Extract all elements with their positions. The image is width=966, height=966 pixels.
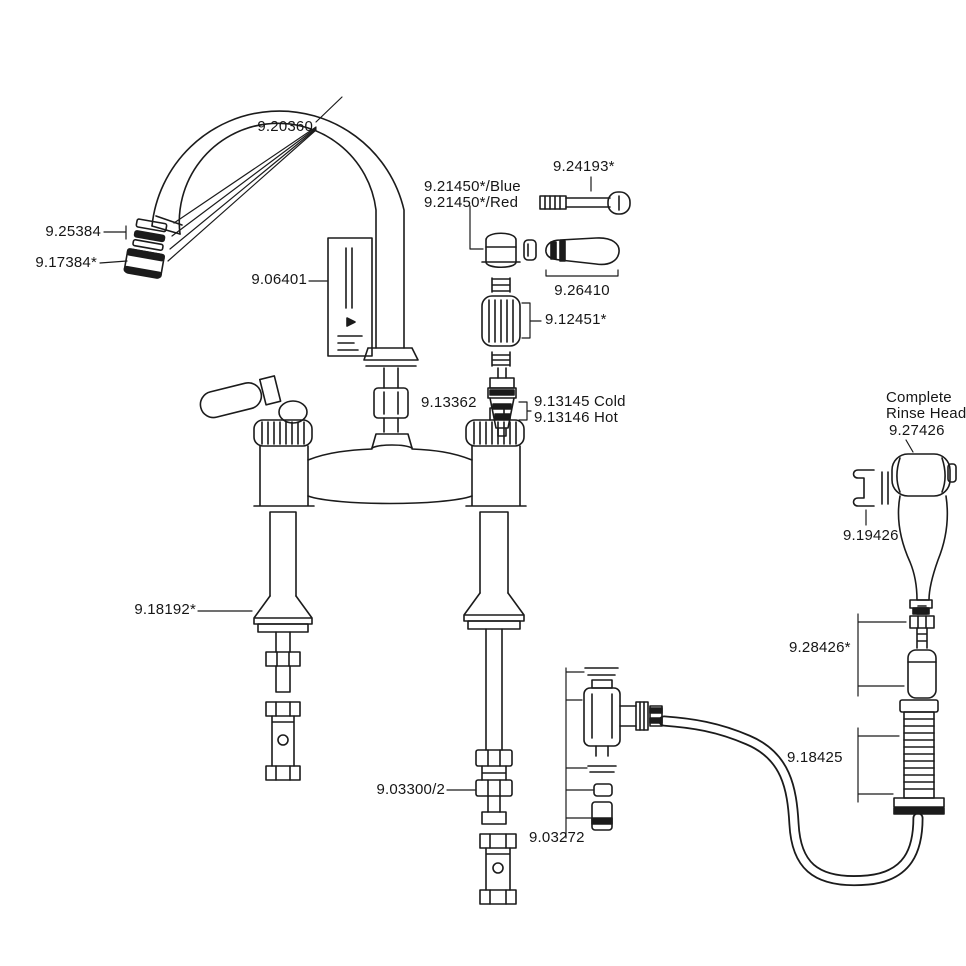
spout-nut-drawing — [373, 387, 409, 433]
label-handle-blue: 9.21450*/Blue — [424, 178, 521, 195]
spout-drawing — [151, 110, 419, 389]
lever-drawing — [545, 237, 620, 266]
diverter-drawing — [583, 667, 663, 831]
label-lever: 9.26410 — [554, 282, 610, 299]
label-shank: 9.18192* — [134, 601, 196, 618]
supply-connector-drawing — [475, 749, 513, 825]
spout-insert-drawing — [327, 237, 373, 357]
label-hose-shank: 9.18425 — [787, 749, 843, 766]
right-supply-drawing — [479, 833, 517, 905]
label-handle-screw: 9.24193* — [553, 158, 615, 175]
label-cartridge-sleeve: 9.12451* — [545, 311, 607, 328]
valve-cartridge-drawing — [487, 367, 517, 437]
label-diverter: 9.03272 — [529, 829, 585, 846]
right-shank-drawing — [463, 511, 525, 751]
label-aerator-rings: 9.25384 — [45, 223, 101, 240]
label-valve-hot: 9.13146 Hot — [534, 409, 618, 426]
faucet-body-drawing — [199, 375, 527, 507]
handle-screw-drawing — [539, 191, 631, 215]
spray-coupling-drawing — [907, 605, 937, 699]
label-aerator-tip: 9.17384* — [35, 254, 97, 271]
leader-lines — [99, 96, 914, 839]
left-supply-drawing — [265, 701, 301, 781]
label-spray-coupling: 9.28426* — [789, 639, 851, 656]
label-rinse-head-line2: Rinse Head — [886, 405, 966, 422]
left-shank-drawing — [253, 511, 313, 693]
label-spout-nut: 9.13362 — [421, 394, 477, 411]
spray-hose-drawing — [658, 715, 924, 887]
label-valve-cold: 9.13145 Cold — [534, 393, 626, 410]
cartridge-sleeve-drawing — [481, 295, 521, 367]
label-rinse-head-number: 9.27426 — [889, 422, 945, 439]
label-handle-red: 9.21450*/Red — [424, 194, 519, 211]
label-rinse-head-line1: Complete — [886, 389, 952, 406]
rinse-head-drawing — [852, 453, 957, 615]
label-spray-clip: 9.19426 — [843, 527, 899, 544]
label-supply-connector: 9.03300/2 — [376, 781, 445, 798]
label-spout-insert: 9.06401 — [251, 271, 307, 288]
aerator-drawing — [123, 218, 168, 279]
label-spout: 9.20360 — [257, 118, 313, 135]
hose-shank-drawing — [893, 699, 945, 815]
handle-assembly-drawing — [481, 232, 537, 293]
